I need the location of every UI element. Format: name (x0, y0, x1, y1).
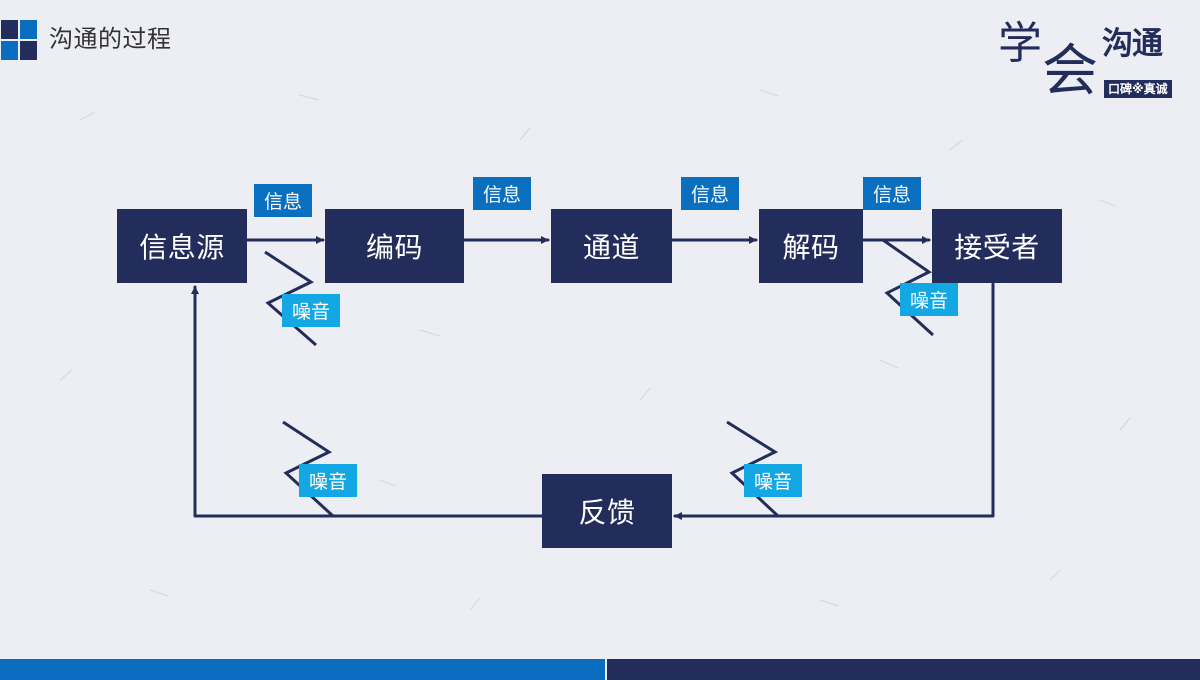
arrow-receiver-to-feedback (673, 282, 995, 520)
brand-tagline: 口碑※真诚 (1104, 80, 1172, 98)
arrow-feedback-to-source (191, 285, 544, 518)
node-information-source: 信息源 (117, 209, 247, 283)
page-title: 沟通的过程 (49, 25, 172, 53)
noise-tag: 噪音 (299, 464, 357, 497)
footer-bar-blue (0, 659, 605, 680)
node-feedback: 反馈 (542, 474, 672, 548)
node-receiver: 接受者 (932, 209, 1062, 283)
node-encode: 编码 (325, 209, 464, 283)
message-tag: 信息 (863, 177, 921, 210)
brand-char-2: 会 (1042, 39, 1098, 104)
node-channel: 通道 (551, 209, 672, 283)
message-tag: 信息 (473, 177, 531, 210)
noise-tag: 噪音 (744, 464, 802, 497)
brand-chars-3: 沟通 (1102, 26, 1163, 62)
brand-char-1: 学 (998, 18, 1042, 69)
footer-bar-navy (607, 659, 1200, 680)
four-squares-icon (1, 20, 39, 62)
node-decode: 解码 (759, 209, 863, 283)
brand-logo: 学 会 沟通 口碑※真诚 (998, 20, 1188, 105)
noise-tag: 噪音 (900, 283, 958, 316)
message-tag: 信息 (681, 177, 739, 210)
noise-tag: 噪音 (282, 294, 340, 327)
message-tag: 信息 (254, 184, 312, 217)
